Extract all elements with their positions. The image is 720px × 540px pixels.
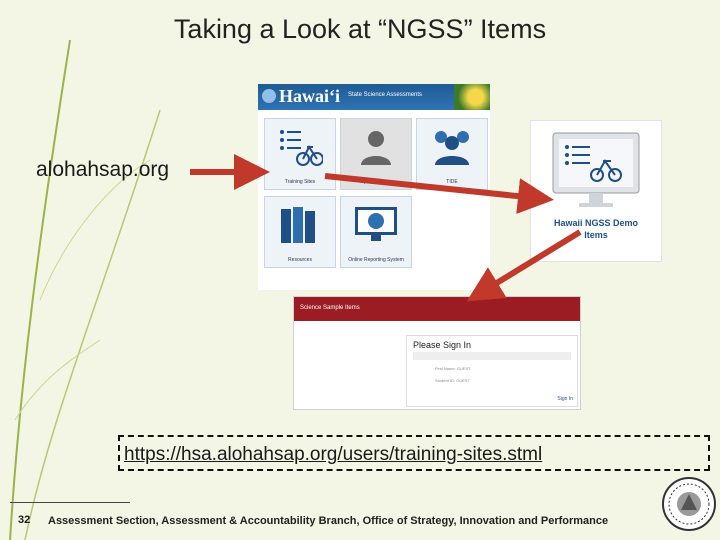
signin-button[interactable]: Sign In — [557, 396, 573, 402]
decorative-leaf-lines — [9, 39, 161, 540]
signin-title: Please Sign In — [413, 340, 472, 350]
hawaii-logo: Hawaiʻi — [262, 86, 340, 107]
first-name-field[interactable]: First Name: GUEST — [435, 366, 471, 371]
signin-form: Please Sign In First Name: GUEST Student… — [406, 335, 578, 407]
tile-resources[interactable]: Resources — [264, 196, 336, 268]
student-id-label: Student ID: — [435, 378, 456, 383]
signin-header-bar: Science Sample Items — [294, 297, 580, 321]
first-name-value: GUEST — [456, 366, 471, 371]
tile-training-sites[interactable]: Training Sites — [264, 118, 336, 190]
books-icon — [281, 207, 315, 243]
tile-opening-soon[interactable]: Opening Soon — [340, 118, 412, 190]
tile-label: Opening Soon — [360, 179, 392, 185]
seal-dot-icon — [262, 89, 276, 103]
demo-caption: Hawaii NGSS Demo Items — [531, 217, 661, 241]
portal-subtitle: State Science Assessments — [348, 92, 423, 98]
footer-divider — [10, 502, 130, 503]
slide-title: Taking a Look at “NGSS” Items — [173, 14, 547, 44]
first-name-label: First Name: — [435, 366, 456, 371]
monitor-chart-icon — [355, 207, 397, 241]
checklist-bike-icon — [280, 130, 323, 166]
state-seal-icon — [662, 477, 716, 531]
signin-header-label: Science Sample Items — [300, 305, 360, 311]
signin-screenshot: Science Sample Items Please Sign In Firs… — [293, 296, 581, 410]
tile-label: Training Sites — [284, 179, 316, 185]
people-icon — [435, 131, 469, 165]
tile-label: TIDE — [446, 179, 458, 185]
portal-header-bar: Hawaiʻi State Science Assessments — [258, 84, 490, 110]
page-number: 32 — [18, 514, 31, 526]
demo-caption-line2: Items — [584, 230, 608, 240]
demo-caption-line1: Hawaii NGSS Demo — [553, 218, 639, 228]
signin-divider — [413, 352, 571, 360]
footer-text: Assessment Section, Assessment & Account… — [48, 515, 609, 527]
tile-label: Online Reporting System — [348, 257, 404, 263]
student-id-field[interactable]: Student ID: GUEST — [435, 378, 470, 383]
tile-label: Resources — [288, 257, 312, 263]
monitor-checklist-bike-icon — [552, 132, 640, 207]
student-id-value: GUEST — [456, 378, 470, 383]
person-icon — [361, 131, 391, 165]
training-sites-link[interactable]: https://hsa.alohahsap.org/users/training… — [124, 444, 543, 465]
tile-tide[interactable]: TIDE — [416, 118, 488, 190]
flower-icon — [454, 84, 490, 110]
site-label: alohahsap.org — [36, 158, 170, 181]
url-dashed-box — [118, 435, 710, 471]
portal-screenshot: Hawaiʻi State Science Assessments Traini… — [258, 84, 490, 290]
demo-items-card[interactable]: Hawaii NGSS Demo Items — [530, 120, 662, 262]
logo-text: Hawaiʻi — [279, 86, 340, 106]
tile-online-reporting[interactable]: Online Reporting System — [340, 196, 412, 268]
